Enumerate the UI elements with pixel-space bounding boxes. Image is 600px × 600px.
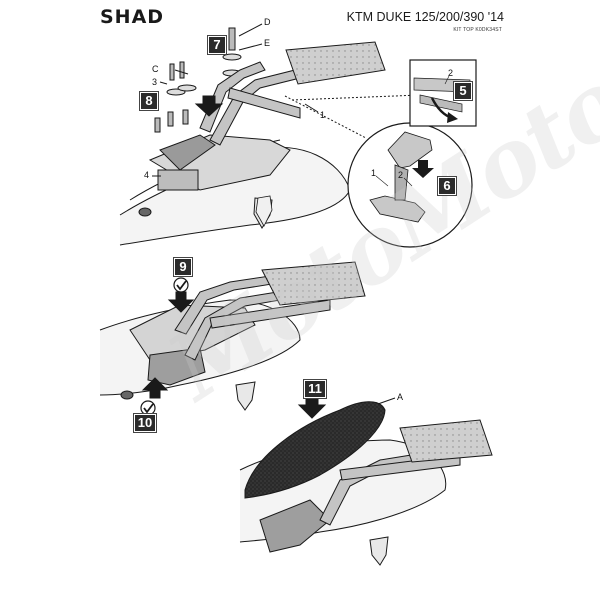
top-plate: [399, 419, 493, 463]
check-icon: [140, 400, 156, 416]
part-label-1-detail: 1: [371, 168, 377, 178]
arrow-down-icon: [167, 291, 195, 313]
arrow-up-icon: [141, 377, 169, 399]
hex-bolt-icon: [255, 195, 273, 227]
step-badge-11: 11: [303, 379, 327, 399]
arrow-down-icon: [297, 397, 327, 419]
part-label-e: E: [264, 38, 271, 48]
arrow-down-icon: [412, 160, 434, 178]
part-label-2: 2: [448, 68, 454, 78]
step-badge-5: 5: [453, 81, 473, 101]
step-badge-6: 6: [437, 176, 457, 196]
part-label-3: 3: [152, 77, 158, 87]
bolts-group-8: [154, 27, 236, 133]
part-label-2-detail: 2: [398, 170, 404, 180]
diagram-step-9-10: [99, 261, 366, 411]
diagram-step-11: [239, 397, 493, 566]
step-badge-10: 10: [133, 413, 157, 433]
part-label-d: D: [264, 17, 271, 27]
rack-frame-top: [199, 61, 301, 146]
part-label-a: A: [397, 392, 404, 402]
brand-logo: SHAD: [100, 6, 165, 28]
top-plate: [285, 41, 386, 85]
part-label-1: 1: [320, 110, 326, 120]
part-label-4: 4: [144, 170, 150, 180]
part-label-c: C: [152, 64, 159, 74]
top-plate: [261, 261, 366, 306]
kit-code: KIT TOP K0DK34ST: [453, 27, 502, 33]
detail-circle-step-6: [347, 122, 473, 248]
check-icon: [173, 277, 189, 293]
model-title: KTM DUKE 125/200/390 '14: [346, 10, 504, 24]
step-badge-7: 7: [207, 35, 227, 55]
step-badge-9: 9: [173, 257, 193, 277]
arrow-down-icon: [194, 95, 224, 117]
step-badge-8: 8: [139, 91, 159, 111]
seat: [244, 401, 386, 499]
